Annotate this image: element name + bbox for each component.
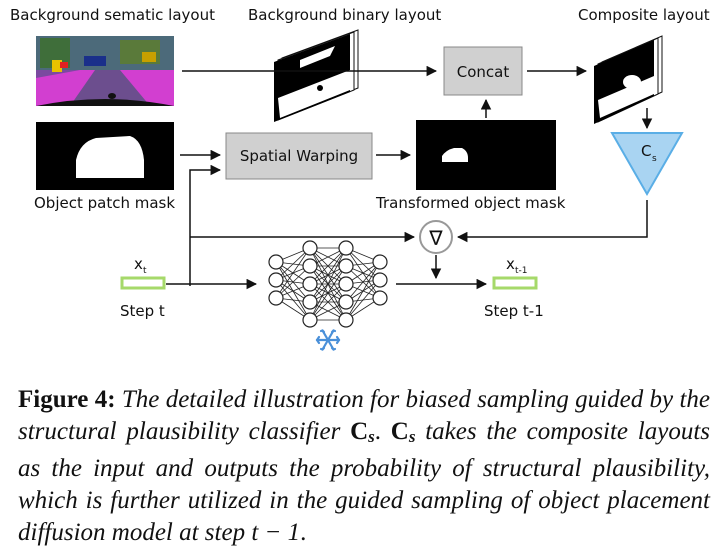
network-edge <box>275 247 311 299</box>
arrows <box>166 65 653 290</box>
network-node <box>338 258 354 274</box>
caption-c-sub-1: s <box>368 427 375 446</box>
composite-label: Composite layout <box>578 6 710 24</box>
diagram: Background sematic layout Background bin… <box>10 6 710 351</box>
network-node <box>372 272 388 288</box>
xt-input: x t Step t <box>120 255 166 320</box>
network-node <box>302 240 318 256</box>
network-edge <box>309 265 347 321</box>
caption-text-2: takes the composite layouts as the input… <box>18 418 711 546</box>
network-node <box>338 240 354 256</box>
network-node <box>302 258 318 274</box>
xt-sub: t <box>143 266 147 276</box>
network-node <box>338 276 354 292</box>
xt1-sub: t-1 <box>515 266 528 276</box>
caption-classifier-symbol-2: Cs <box>390 418 416 446</box>
snowflake-icon <box>315 329 341 351</box>
object-mask-image <box>36 122 174 190</box>
classifier-label: C <box>641 142 651 160</box>
network-node <box>372 254 388 270</box>
concat-box: Concat <box>443 46 523 96</box>
bg-semantic-label: Background sematic layout <box>10 6 215 24</box>
caption-c-sub-2: s <box>408 427 416 446</box>
network-node <box>302 294 318 310</box>
network-node <box>338 294 354 310</box>
figure-caption: Figure 4: The detailed illustration for … <box>18 384 710 549</box>
network-edge <box>275 247 311 281</box>
bg-semantic-image <box>36 36 174 106</box>
caption-c-1: C <box>350 418 369 445</box>
transformed-mask-image <box>416 120 556 190</box>
caption-step-expr: t − 1 <box>251 519 301 546</box>
caption-c-2: C <box>390 418 409 445</box>
xt1-label: x <box>506 255 515 273</box>
classifier-sub: s <box>652 154 657 164</box>
arrow-classifier-to-gradient <box>456 200 648 243</box>
network-node <box>338 312 354 328</box>
step-t1-label: Step t-1 <box>484 302 544 320</box>
network-edge <box>345 261 381 321</box>
network-edge <box>309 247 347 321</box>
network-node <box>302 312 318 328</box>
classifier-triangle: C s <box>610 132 684 197</box>
composite-image <box>594 35 663 124</box>
gradient-symbol: ∇ <box>428 226 443 250</box>
caption-classifier-symbol: Cs <box>350 418 375 446</box>
bg-binary-image <box>274 29 359 122</box>
transformed-mask-label: Transformed object mask <box>375 194 566 212</box>
network-edge <box>275 265 311 299</box>
network-node <box>268 272 284 288</box>
xt1-output: x t-1 Step t-1 <box>484 255 544 320</box>
arrow-xt-to-warping <box>189 164 222 286</box>
network-edge <box>309 283 347 321</box>
network-edge <box>345 279 381 321</box>
network-node <box>268 290 284 306</box>
network-edge <box>309 247 347 285</box>
object-mask-label: Object patch mask <box>34 194 175 212</box>
spatial-warping-box: Spatial Warping <box>225 132 373 180</box>
network-node <box>302 276 318 292</box>
xt-label: x <box>134 255 143 273</box>
step-t-label: Step t <box>120 302 165 320</box>
network-node <box>268 254 284 270</box>
caption-end: . <box>300 519 307 546</box>
concat-label: Concat <box>457 63 510 81</box>
gradient-node: ∇ <box>419 220 453 254</box>
caption-dot: . <box>374 418 382 445</box>
neural-network-icon <box>268 240 388 328</box>
caption-text-1: The detailed illustration for biased sam… <box>18 386 711 445</box>
network-node <box>372 290 388 306</box>
spatial-warping-label: Spatial Warping <box>240 147 358 165</box>
network-edge <box>309 247 347 303</box>
caption-figure-number: Figure 4: <box>18 386 116 413</box>
network-edge <box>345 261 381 303</box>
bg-binary-label: Background binary layout <box>248 6 441 24</box>
